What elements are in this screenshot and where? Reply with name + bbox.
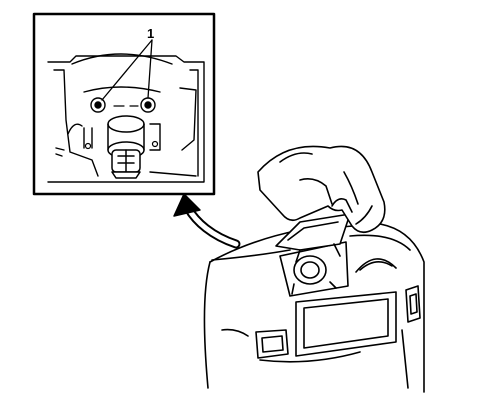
- curved-arrow: [173, 193, 241, 249]
- detail-inset: 1: [32, 12, 216, 196]
- callout-label-1: 1: [147, 26, 154, 41]
- instrument-panel: [203, 213, 425, 393]
- inset-screw-right: [140, 97, 156, 113]
- panel-switch-knob: [293, 255, 327, 285]
- callout-leaders: [101, 39, 153, 101]
- inset-screw-left: [90, 97, 106, 113]
- hand: [257, 145, 386, 234]
- inset-housing: [47, 53, 205, 183]
- display-window: [295, 291, 397, 357]
- inset-small-fasteners: [84, 105, 159, 150]
- right-vent: [405, 285, 421, 323]
- inset-switch-knob: [107, 115, 145, 179]
